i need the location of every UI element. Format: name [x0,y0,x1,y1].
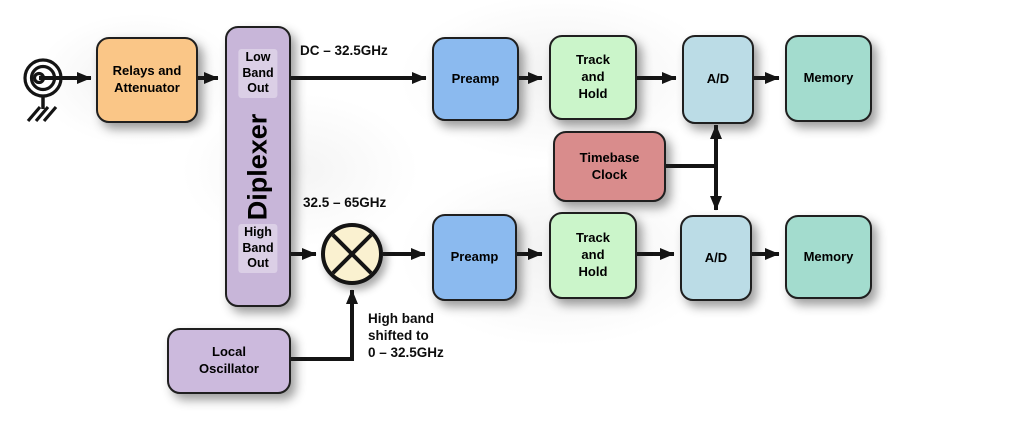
preamp-bottom-block: Preamp [432,214,517,301]
wire-localosc-to-mixer [287,289,358,361]
relays-attenuator-block: Relays and Attenuator [96,37,198,123]
memory-top-label: Memory [803,70,854,86]
ad-converter-bottom-block: A/D [680,215,752,301]
mixer-icon [321,223,383,285]
memory-top-block: Memory [785,35,872,122]
antenna-icon [23,58,92,123]
track-and-hold-top-label: Track and Hold [576,52,610,101]
local-oscillator-label: Local Oscillator [199,344,259,376]
mixer-x-glyph [329,231,375,277]
track-and-hold-bottom-block: Track and Hold [549,212,637,299]
diplexer-label: Diplexer [242,113,273,220]
ad-converter-bottom-label: A/D [704,249,728,265]
relays-attenuator-label: Relays and Attenuator [112,63,182,95]
timebase-clock-block: Timebase Clock [553,131,666,202]
timebase-clock-label: Timebase Clock [579,149,640,182]
memory-bottom-block: Memory [785,215,872,299]
mixer-shift-note-label: High band shifted to 0 – 32.5GHz [368,311,444,360]
diplexer-block: Low Band Out Diplexer High Band Out [225,26,291,307]
track-and-hold-top-block: Track and Hold [549,35,637,120]
preamp-bottom-label: Preamp [450,249,499,265]
track-and-hold-bottom-label: Track and Hold [576,230,610,279]
preamp-top-label: Preamp [451,70,500,86]
low-band-range-label: DC – 32.5GHz [300,43,388,58]
ad-converter-top-label: A/D [706,71,730,87]
local-oscillator-block: Local Oscillator [167,328,291,394]
preamp-top-block: Preamp [432,37,519,121]
high-band-out-label: High Band Out [238,224,278,273]
low-band-out-label: Low Band Out [238,49,278,98]
ad-converter-top-block: A/D [682,35,754,124]
memory-bottom-label: Memory [803,248,854,264]
high-band-range-label: 32.5 – 65GHz [303,195,387,210]
